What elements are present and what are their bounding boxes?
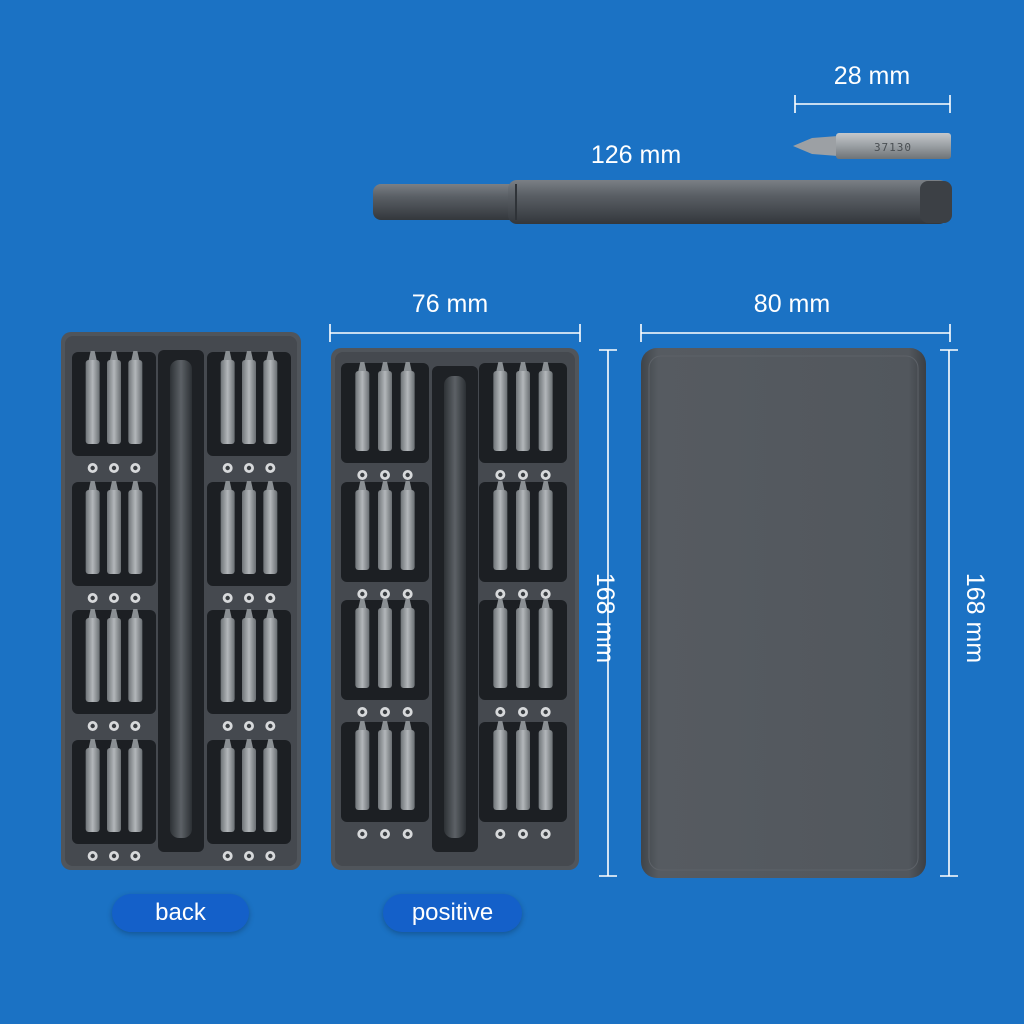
bit [220,360,235,444]
bit [85,618,100,702]
bit [242,748,256,832]
bit [242,618,256,702]
bit [263,748,278,832]
bit [378,490,392,570]
bit [128,618,143,702]
bit [400,371,415,451]
bit [128,490,143,574]
screwdriver-handle [373,180,952,224]
positive-view-button[interactable]: positive [383,894,522,932]
bit [355,371,370,451]
bit [263,490,278,574]
screwdriver-bit: 37130 [793,133,951,159]
bit [355,608,370,688]
bit [85,748,100,832]
bit [242,490,256,574]
bit-length-label: 28 mm [834,62,910,90]
handle-length-label: 126 mm [591,141,681,169]
bit [493,730,508,810]
bit [220,748,235,832]
bit [107,618,121,702]
tray-positive [331,348,579,870]
bit [400,490,415,570]
tray-back [61,332,301,870]
bit [516,730,530,810]
bit [128,748,143,832]
tray-height-label: 168 mm [591,573,619,663]
bit [493,608,508,688]
back-view-button[interactable]: back [112,894,249,932]
handle-in-tray [444,376,466,838]
bit [493,490,508,570]
bit [107,360,121,444]
bit [538,608,553,688]
bit [220,490,235,574]
bit [538,730,553,810]
handle-in-tray [170,360,192,838]
closed-aluminum-case [641,348,926,878]
bit [85,490,100,574]
bit [263,618,278,702]
bit [85,360,100,444]
bit [128,360,143,444]
bit [400,730,415,810]
bit [538,490,553,570]
bit [355,730,370,810]
bit [538,371,553,451]
tray-width-label: 76 mm [412,290,488,318]
bit [516,371,530,451]
bit [378,608,392,688]
bit [516,608,530,688]
case-width-dimension-line [640,324,951,342]
bit [400,608,415,688]
bit [355,490,370,570]
bit [263,360,278,444]
case-height-dimension-line [940,349,958,877]
bit-dimension-line [794,95,951,113]
tray-height-dimension-line [599,349,617,877]
bit [378,730,392,810]
bit [493,371,508,451]
bit [107,748,121,832]
case-height-label: 168 mm [961,573,989,663]
bit [220,618,235,702]
bit [107,490,121,574]
tray-width-dimension-line [329,324,581,342]
bit [242,360,256,444]
bit-engraving: 37130 [874,141,912,154]
case-width-label: 80 mm [754,290,830,318]
bit [516,490,530,570]
bit [378,371,392,451]
